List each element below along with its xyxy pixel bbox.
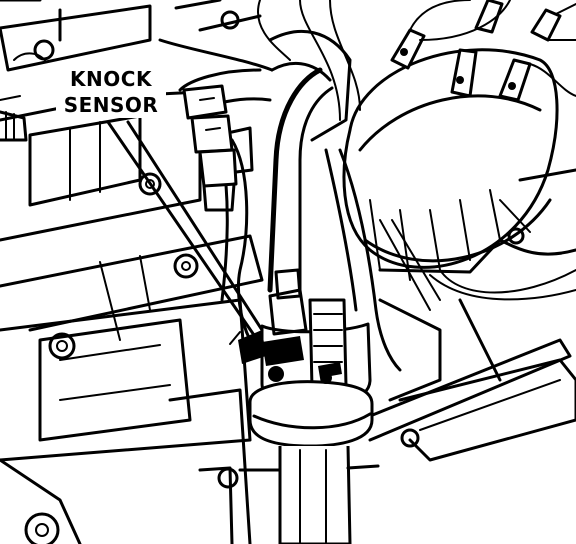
bolt-heads bbox=[24, 10, 420, 544]
callout-label-line1: KNOCK bbox=[56, 66, 166, 92]
distributor-cap bbox=[342, 48, 559, 281]
vacuum-tube bbox=[158, 29, 352, 293]
mounting-bracket bbox=[358, 168, 576, 462]
distributor-housing bbox=[238, 268, 380, 544]
callout-leader-lines bbox=[106, 120, 264, 340]
callout-label-line2: SENSOR bbox=[56, 92, 166, 118]
spark-plug-boot-left bbox=[0, 110, 28, 142]
knock-sensor-body bbox=[229, 330, 342, 384]
engine-block bbox=[0, 0, 264, 544]
spark-plug-towers bbox=[390, 0, 562, 102]
knock-sensor-connector bbox=[182, 84, 254, 212]
